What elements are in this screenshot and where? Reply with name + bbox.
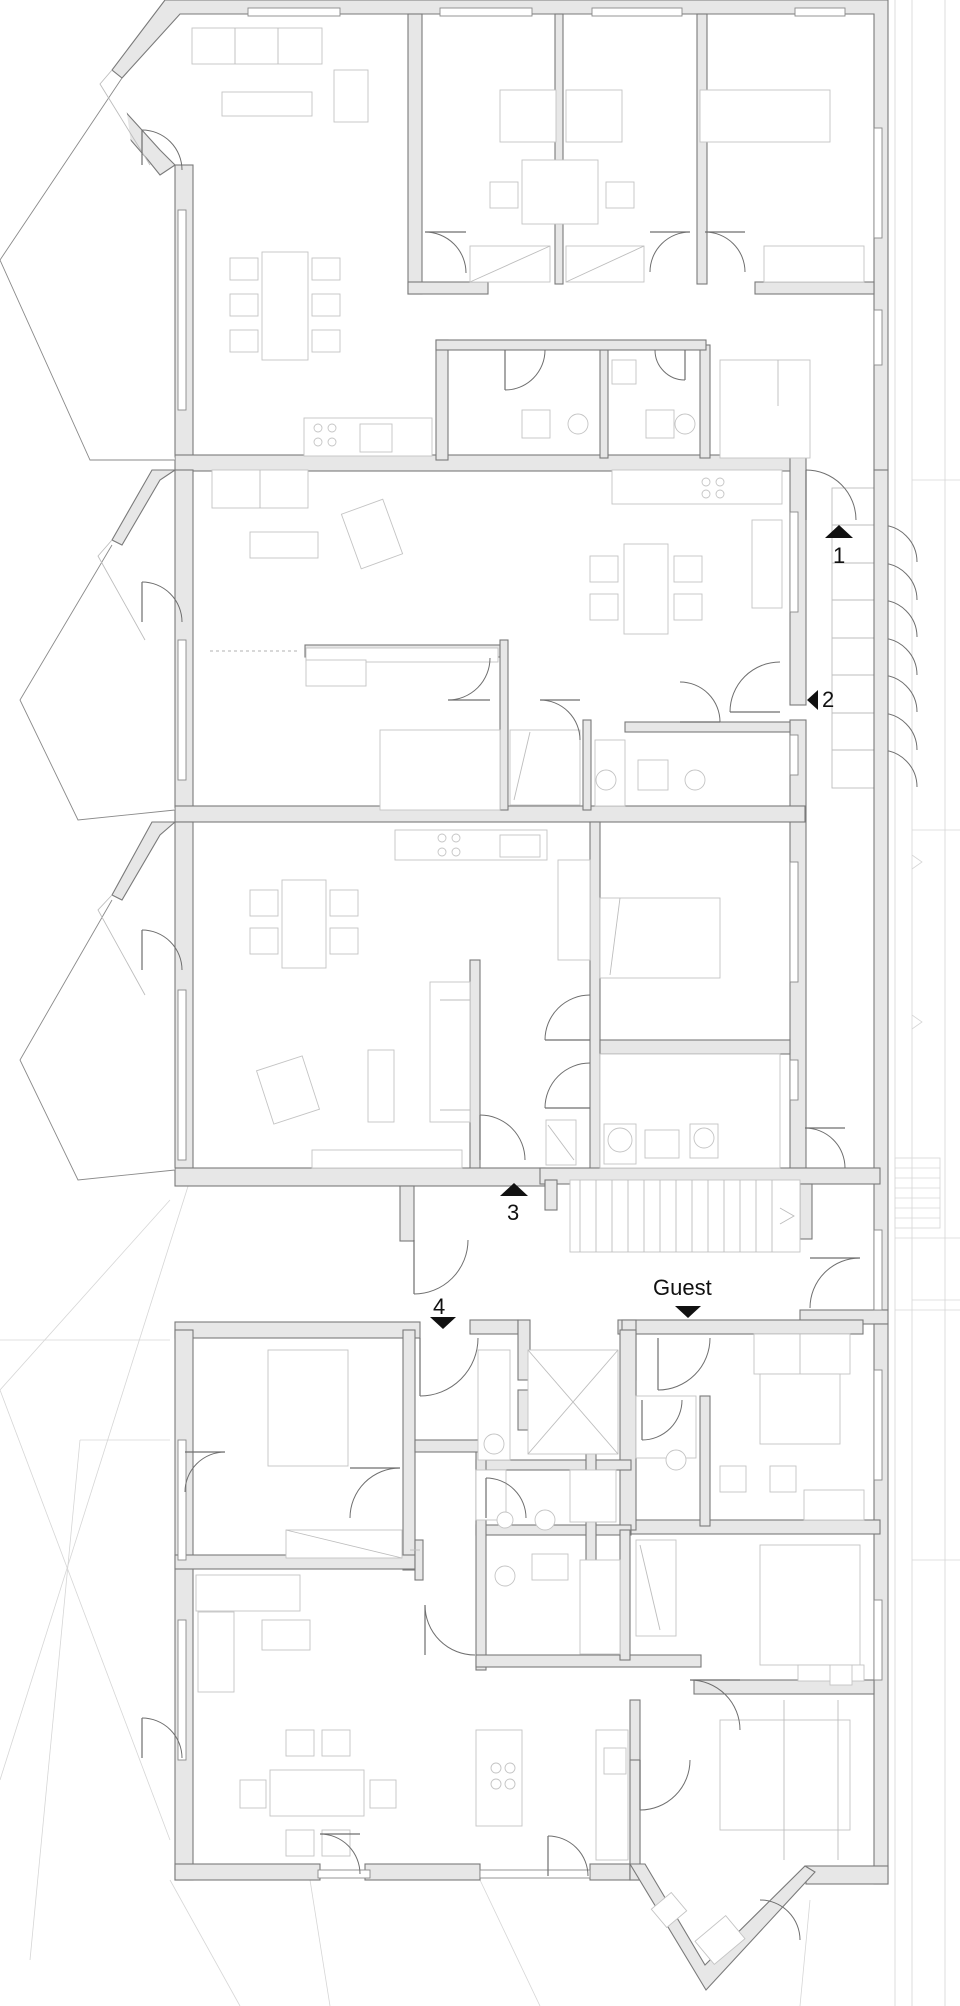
doors (141, 129, 861, 1941)
marker-label-1: 1 (833, 543, 845, 568)
marker-label-guest: Guest (653, 1275, 712, 1300)
section-marker-3: 3 (500, 1183, 528, 1225)
section-marker-guest: Guest (653, 1275, 712, 1318)
marker-label-4: 4 (433, 1294, 445, 1319)
marker-triangle-guest (675, 1306, 701, 1318)
section-markers: 1 2 3 4 Guest (430, 525, 853, 1329)
section-marker-1: 1 (825, 525, 853, 568)
stair (569, 1179, 801, 1253)
marker-label-3: 3 (507, 1200, 519, 1225)
marker-label-2: 2 (822, 687, 834, 712)
marker-triangle-3 (500, 1183, 528, 1196)
bay-outlines (0, 69, 176, 1181)
marker-triangle-2 (807, 690, 818, 710)
marker-triangle-1 (825, 525, 853, 538)
marker-triangle-4 (430, 1317, 456, 1329)
furniture (191, 27, 865, 1965)
windows (177, 7, 883, 1879)
section-marker-4: 4 (430, 1294, 456, 1329)
section-marker-2: 2 (807, 687, 834, 712)
building-walls (109, 0, 889, 1991)
